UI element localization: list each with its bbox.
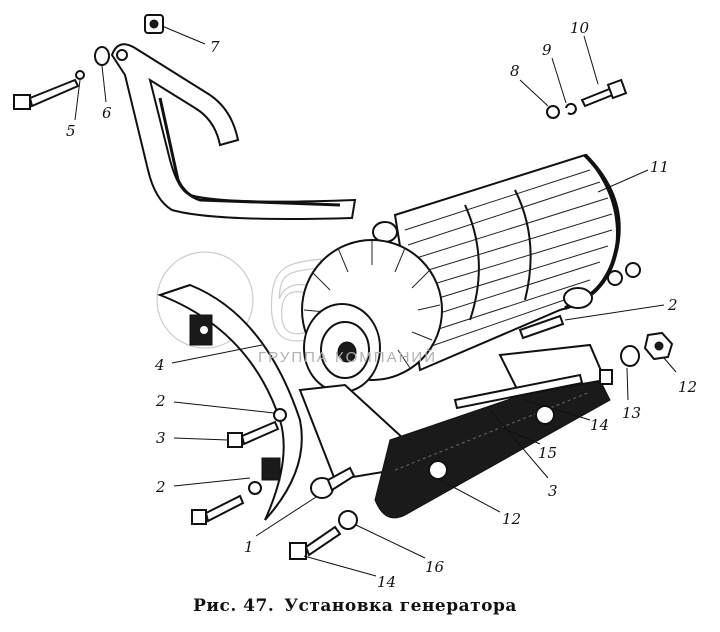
callout-numbers: 7 5 6 8 9 10 11 2 4 2 3 2 12 13 14 15 3 … <box>66 19 697 591</box>
pulley <box>303 303 381 393</box>
callout-9: 9 <box>542 41 552 59</box>
callout-2-right: 2 <box>667 296 678 314</box>
callout-14-bottom: 14 <box>377 573 396 591</box>
callout-12-right: 12 <box>678 378 697 396</box>
watermark-subtitle: ГРУППА КОМПАНИЙ <box>258 348 437 366</box>
adjusting-rod-3 <box>453 373 584 410</box>
callout-13: 13 <box>622 404 641 422</box>
strap-4 <box>157 283 303 521</box>
figure-caption: Рис. 47. Установка генератора <box>0 596 720 616</box>
leader-lines <box>74 25 677 577</box>
adjusting-bracket-upper <box>110 43 357 220</box>
callout-1: 1 <box>244 538 254 556</box>
callout-2-left-lower: 2 <box>155 478 166 496</box>
rod-nut <box>599 369 613 385</box>
callout-14-right: 14 <box>590 416 609 434</box>
washer-8 <box>546 105 560 119</box>
figure-title: Установка генератора <box>284 596 517 616</box>
callout-6: 6 <box>102 104 112 122</box>
bolt-2-right <box>518 314 565 340</box>
callout-7: 7 <box>210 38 220 56</box>
nuts-right <box>607 262 641 286</box>
callout-5: 5 <box>66 122 76 140</box>
spring-washer-9 <box>565 102 577 115</box>
callout-15: 15 <box>538 444 557 462</box>
bolt-10 <box>580 78 628 108</box>
callout-16: 16 <box>425 558 445 576</box>
bolt-3-left <box>227 420 280 448</box>
callout-4: 4 <box>154 356 165 374</box>
callout-8: 8 <box>510 62 520 80</box>
generator-11 <box>372 153 621 372</box>
callout-11: 11 <box>650 158 669 176</box>
bolt-14-lower <box>289 525 342 560</box>
bolt-5 <box>13 70 85 110</box>
washer-16 <box>338 510 358 530</box>
pin-1 <box>310 466 356 499</box>
figure-number: Рис. 47. <box>193 596 275 616</box>
bolt-2-lower <box>191 481 262 525</box>
callout-12-middle: 12 <box>502 510 521 528</box>
callout-3-middle: 3 <box>548 482 558 500</box>
callout-10: 10 <box>570 19 590 37</box>
washer-6 <box>94 46 110 66</box>
nut-7 <box>144 14 164 34</box>
callout-2-left-upper: 2 <box>155 392 166 410</box>
washer-13 <box>620 345 640 367</box>
callout-3-left: 3 <box>156 429 166 447</box>
